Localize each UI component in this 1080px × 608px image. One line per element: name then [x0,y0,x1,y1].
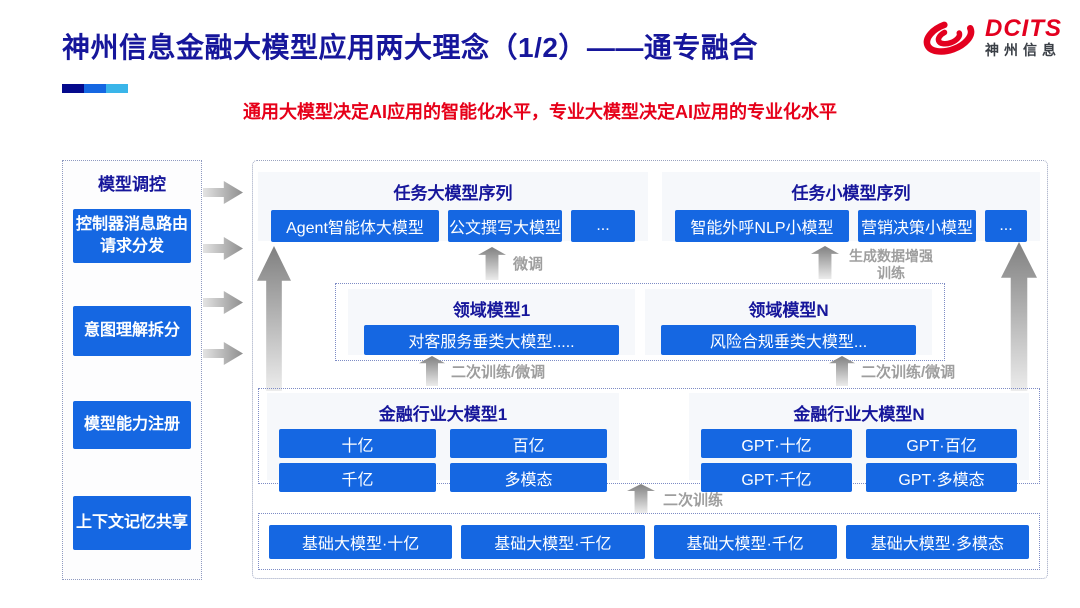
chip-multimodal: 多模态 [450,463,607,492]
chip-base-model-hundred-billion: 基础大模型·千亿 [653,524,837,559]
industry-models-container: 金融行业大模型1 十亿 百亿 千亿 多模态 金融行业大模型N GPT·十亿 GP… [258,388,1040,492]
retrain-label: 二次训练 [663,492,724,509]
chip-gpt-multimodal: GPT·多模态 [866,463,1017,492]
model-size-grid: 十亿 百亿 千亿 多模态 [267,425,619,492]
chip-agent-large-model: Agent智能体大模型 [271,210,439,242]
industry-model-n-panel: 金融行业大模型N GPT·十亿 GPT·百亿 GPT·千亿 GPT·多模态 [689,393,1029,492]
chip-hundred-billion: 千亿 [279,463,436,492]
augment-train-label-line1: 生成数据增强 [849,248,933,264]
task-small-model-panel: 任务小模型序列 智能外呼NLP小模型 营销决策小模型 ... [662,172,1040,242]
chip-gpt-billion: GPT·十亿 [701,429,852,458]
page-title: 神州信息金融大模型应用两大理念（1/2）——通专融合 [62,32,758,63]
chip-outbound-nlp-model: 智能外呼NLP小模型 [675,210,849,242]
slide-subtitle: 通用大模型决定AI应用的智能化水平，专业大模型决定AI应用的专业化水平 [243,102,837,122]
accent-segment-dark [62,84,84,93]
augment-train-label-line2: 训练 [877,265,905,281]
chip-more-models: ... [985,210,1027,242]
sidebar-item-intent-parsing: 意图理解拆分 [73,306,191,356]
flow-arrow-right-icon [203,237,243,260]
chip-base-model-billion: 基础大模型·十亿 [269,524,453,559]
retrain-finetune-right-label: 二次训练/微调 [861,364,956,381]
accent-segment-blue [84,84,106,93]
sidebar-item-capability-register: 模型能力注册 [73,401,191,449]
chip-ten-billion: 百亿 [450,429,607,458]
industry-model-1-panel: 金融行业大模型1 十亿 百亿 千亿 多模态 [267,393,619,492]
panel-title: 金融行业大模型1 [378,405,508,424]
flow-arrow-right-icon [203,342,243,365]
task-large-model-panel: 任务大模型序列 Agent智能体大模型 公文撰写大模型 ... [258,172,648,242]
sidebar-item-context-sharing: 上下文记忆共享 [73,496,191,550]
sidebar-title: 模型调控 [98,175,166,194]
logo-company-name: 神州信息 [985,41,1061,58]
panel-title: 领域模型1 [452,301,531,320]
augment-train-label: 生成数据增强 训练 [842,248,940,282]
chip-billion: 十亿 [279,429,436,458]
dcits-logo: DCITS 神州信息 [921,15,1062,58]
domain-models-container: 领域模型1 对客服务垂类大模型..... 领域模型N 风险合规垂类大模型... [335,283,945,361]
logo-text: DCITS 神州信息 [985,15,1062,58]
logo-brand: DCITS [985,15,1062,43]
panel-title: 任务小模型序列 [791,184,911,203]
chip-base-model-multimodal: 基础大模型·多模态 [845,524,1029,559]
chip-row: 智能外呼NLP小模型 营销决策小模型 ... [662,204,1040,242]
chip-marketing-decision-model: 营销决策小模型 [858,210,976,242]
chip-customer-service-model: 对客服务垂类大模型..... [364,325,619,355]
accent-segment-cyan [106,84,128,93]
chip-gpt-ten-billion: GPT·百亿 [866,429,1017,458]
panel-title: 金融行业大模型N [793,405,925,424]
panel-title: 任务大模型序列 [393,184,513,203]
diagram-frame [252,160,1048,579]
accent-bar [62,84,128,93]
finetune-label: 微调 [513,256,544,273]
domain-model-1-panel: 领域模型1 对客服务垂类大模型..... [348,289,635,355]
dcits-swirl-icon [923,19,975,55]
chip-gpt-hundred-billion: GPT·千亿 [701,463,852,492]
domain-model-n-panel: 领域模型N 风险合规垂类大模型... [645,289,932,355]
chip-base-model-hundred-billion: 基础大模型·千亿 [461,524,645,559]
panel-title: 领域模型N [748,301,829,320]
sidebar-model-control: 模型调控 控制器消息路由请求分发 意图理解拆分 模型能力注册 上下文记忆共享 [62,160,202,580]
chip-more-models: ... [571,210,635,242]
chip-risk-compliance-model: 风险合规垂类大模型... [661,325,916,355]
flow-arrow-right-icon [203,291,243,314]
flow-arrow-right-icon [203,181,243,204]
model-size-grid: GPT·十亿 GPT·百亿 GPT·千亿 GPT·多模态 [689,425,1029,492]
sidebar-item-controller-routing: 控制器消息路由请求分发 [73,209,191,263]
retrain-finetune-left-label: 二次训练/微调 [451,364,546,381]
chip-row: Agent智能体大模型 公文撰写大模型 ... [258,204,648,242]
base-models-container: 基础大模型·十亿 基础大模型·千亿 基础大模型·千亿 基础大模型·多模态 [258,513,1040,570]
chip-document-writing-model: 公文撰写大模型 [448,210,562,242]
